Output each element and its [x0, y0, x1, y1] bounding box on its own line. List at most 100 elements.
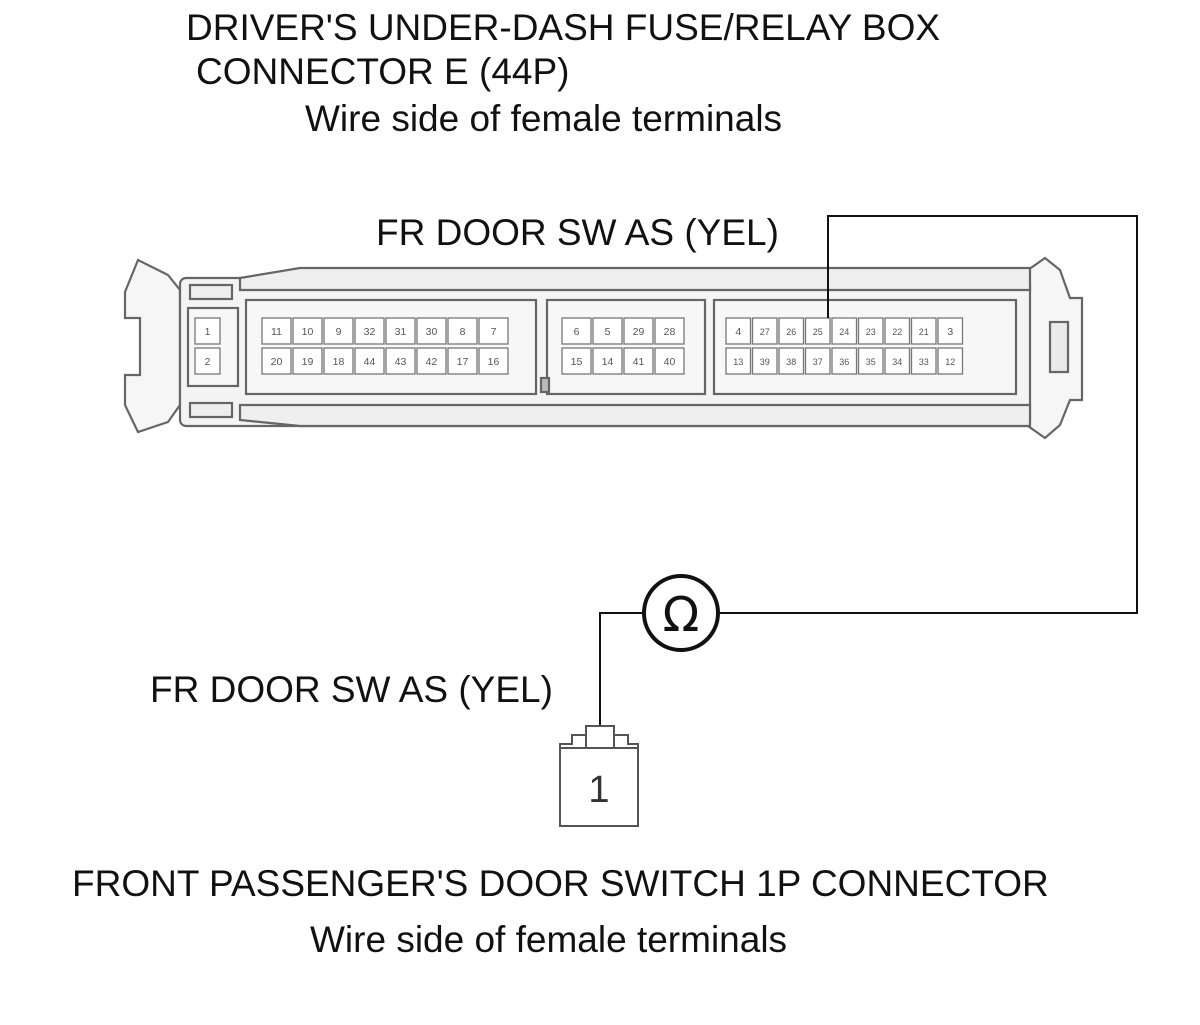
pin-label: 8 [460, 326, 466, 338]
pin-label: 5 [605, 326, 611, 338]
pin-label: 7 [491, 326, 497, 338]
pin-label: 4 [735, 326, 741, 338]
pin-cell [831, 347, 858, 375]
pin-label: 10 [302, 326, 314, 338]
pin-cell [804, 347, 831, 375]
pin-label: 42 [426, 356, 438, 368]
bottom-connector-subtitle: Wire side of female terminals [310, 919, 788, 960]
pin-cell [778, 347, 805, 375]
bottom-connector-title: FRONT PASSENGER'S DOOR SWITCH 1P CONNECT… [72, 863, 1049, 904]
pin-cell [857, 347, 884, 375]
pin-label: 16 [488, 356, 500, 368]
top-connector-subtitle: Wire side of female terminals [305, 98, 783, 139]
pin-cell [292, 347, 323, 375]
bottom-wire-label: FR DOOR SW AS (YEL) [150, 669, 553, 710]
pin-label: 26 [786, 327, 796, 337]
pin-cell [804, 317, 831, 345]
pin-label: 18 [333, 356, 345, 368]
pin-cell [592, 317, 623, 345]
pin-cell [323, 347, 354, 375]
pin-cell [323, 317, 354, 345]
pin-label: 41 [633, 356, 645, 368]
pin-cell [354, 347, 385, 375]
wire-path [599, 215, 1138, 752]
pin-cell [561, 347, 592, 375]
pin-cell [884, 317, 911, 345]
pin-cell [751, 347, 778, 375]
pin-label: 11 [271, 326, 282, 338]
pin-label: 44 [364, 356, 376, 368]
pin-cell [261, 317, 292, 345]
pin-cell [623, 317, 654, 345]
pin-label: 2 [205, 356, 211, 368]
pin-label: 38 [786, 357, 796, 367]
top-wire-label: FR DOOR SW AS (YEL) [376, 212, 779, 253]
pin-label: 35 [866, 357, 876, 367]
top-connector-title-line1: DRIVER'S UNDER-DASH FUSE/RELAY BOX [186, 7, 941, 48]
pin-cell [416, 317, 447, 345]
pin-label: 1 [205, 326, 211, 338]
fuse-box-connector [123, 256, 1084, 440]
pin-label: 19 [302, 356, 314, 368]
pin-cell [561, 317, 592, 345]
door-switch-connector [559, 725, 639, 827]
svg-text:Ω: Ω [663, 587, 700, 643]
pin-cell [831, 317, 858, 345]
pin-cell [447, 317, 478, 345]
pin-cell [194, 317, 221, 345]
pin-label: 25 [813, 327, 823, 337]
pin-cell [910, 317, 937, 345]
pin-label: 9 [336, 326, 342, 338]
pin-cell [725, 347, 752, 375]
pin-cell [857, 317, 884, 345]
top-connector-title-line2: CONNECTOR E (44P) [196, 51, 570, 92]
pin-cell [725, 317, 752, 345]
pin-label: 28 [664, 326, 676, 338]
pin-label: 6 [574, 326, 580, 338]
pin-label: 39 [760, 357, 770, 367]
pin-cell [354, 317, 385, 345]
pin-label: 33 [919, 357, 929, 367]
pin-label: 23 [866, 327, 876, 337]
pin-cell [385, 317, 416, 345]
pin-label: 22 [892, 327, 902, 337]
pin-cell [478, 347, 509, 375]
pin-label: 30 [426, 326, 438, 338]
pin-cell [416, 347, 447, 375]
terminal-number: 1 [588, 769, 609, 811]
pin-cell [623, 347, 654, 375]
pin-label: 21 [919, 327, 929, 337]
pin-cell [194, 347, 221, 375]
pin-label: 24 [839, 327, 849, 337]
pin-cell [937, 347, 964, 375]
pin-label: 36 [839, 357, 849, 367]
pin-label: 27 [760, 327, 770, 337]
pin-label: 31 [395, 326, 407, 338]
pin-cell [654, 347, 685, 375]
pin-label: 3 [947, 326, 953, 338]
pin-label: 29 [633, 326, 645, 338]
pin-label: 13 [733, 357, 743, 367]
pin-label: 40 [664, 356, 676, 368]
pin-cell [385, 347, 416, 375]
pin-cell [937, 317, 964, 345]
pin-cell [592, 347, 623, 375]
pin-label: 15 [571, 356, 583, 368]
pin-label: 12 [945, 357, 955, 367]
pin-cell [292, 317, 323, 345]
pin-cell [778, 317, 805, 345]
pin-cell [447, 347, 478, 375]
pin-label: 17 [457, 356, 469, 368]
pin-label: 43 [395, 356, 407, 368]
pin-cell [654, 317, 685, 345]
pin-label: 37 [813, 357, 823, 367]
pin-label: 20 [271, 356, 283, 368]
pin-cell [884, 347, 911, 375]
pin-label: 32 [364, 326, 376, 338]
pin-cell [751, 317, 778, 345]
pin-label: 14 [602, 356, 614, 368]
pin-cell [261, 347, 292, 375]
pin-cell [478, 317, 509, 345]
